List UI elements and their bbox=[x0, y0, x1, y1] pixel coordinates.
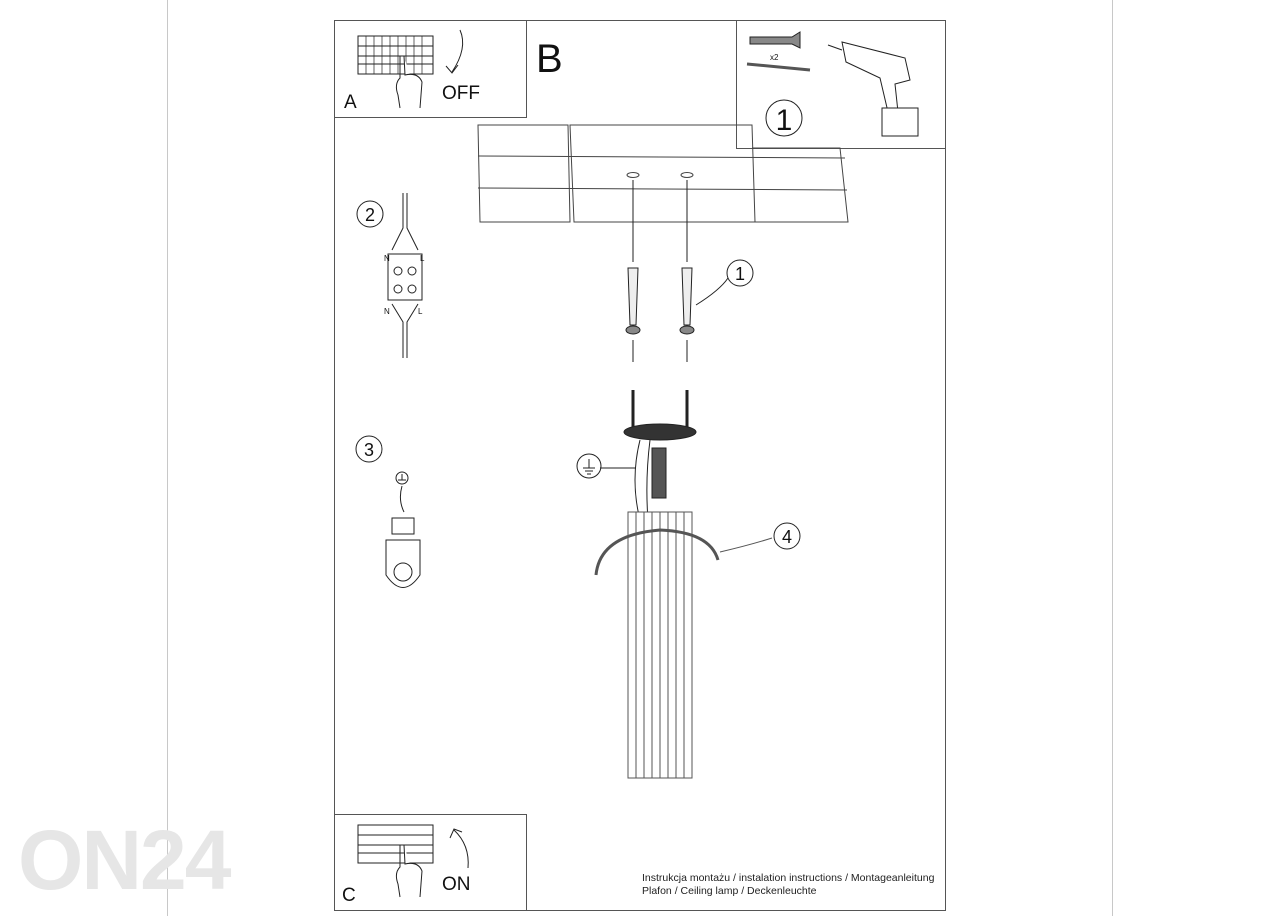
drill-icon bbox=[827, 41, 919, 137]
step-4-label: 4 bbox=[782, 527, 792, 547]
terminal-l-top: L bbox=[420, 254, 425, 263]
off-label: OFF bbox=[442, 83, 480, 104]
panel-b-letter: B bbox=[536, 37, 563, 81]
mounting-base bbox=[600, 390, 697, 521]
hand-icon bbox=[395, 55, 423, 109]
quantity-label: x2 bbox=[770, 53, 779, 62]
panel-c-power-on: C ON bbox=[334, 814, 527, 911]
step-1-circle bbox=[765, 99, 803, 137]
terminal-n-top: N bbox=[384, 254, 390, 263]
wall-plug-icon bbox=[749, 31, 801, 49]
wall-anchors bbox=[625, 180, 729, 362]
breaker-panel-icon bbox=[357, 35, 434, 75]
step-2-label: 2 bbox=[365, 205, 375, 225]
step-3-label: 3 bbox=[364, 440, 374, 460]
panel-c-letter: C bbox=[342, 885, 356, 906]
terminal-block-diagram bbox=[387, 193, 423, 358]
watermark-logo: ON24 bbox=[18, 813, 231, 907]
ground-symbol-icon bbox=[576, 453, 602, 479]
screw-icon bbox=[746, 62, 811, 72]
on-label: ON bbox=[442, 874, 471, 895]
terminal-l-bottom: L bbox=[418, 307, 423, 316]
page-right-edge bbox=[1112, 0, 1113, 916]
page-left-edge bbox=[167, 0, 168, 916]
tools-step-number: 1 bbox=[776, 104, 793, 137]
caption-title: Instrukcja montażu / instalation instruc… bbox=[642, 872, 935, 884]
arrow-up-icon bbox=[449, 828, 469, 869]
lamp-cylinder bbox=[594, 511, 773, 779]
ceiling-panel bbox=[477, 124, 849, 223]
hand-icon bbox=[395, 844, 423, 898]
instructions-caption: Instrukcja montażu / instalation instruc… bbox=[642, 872, 934, 898]
panel-a-letter: A bbox=[344, 92, 357, 113]
step-1-label: 1 bbox=[735, 264, 745, 284]
ground-terminal-diagram bbox=[385, 471, 421, 588]
diagram-frame bbox=[334, 20, 946, 911]
breaker-panel-icon bbox=[357, 824, 434, 864]
panel-a-power-off: A OFF bbox=[334, 20, 527, 118]
terminal-n-bottom: N bbox=[384, 307, 390, 316]
caption-subtitle: Plafon / Ceiling lamp / Deckenleuchte bbox=[642, 885, 817, 897]
arrow-down-icon bbox=[445, 29, 464, 74]
tools-panel: x2 1 bbox=[736, 20, 946, 149]
